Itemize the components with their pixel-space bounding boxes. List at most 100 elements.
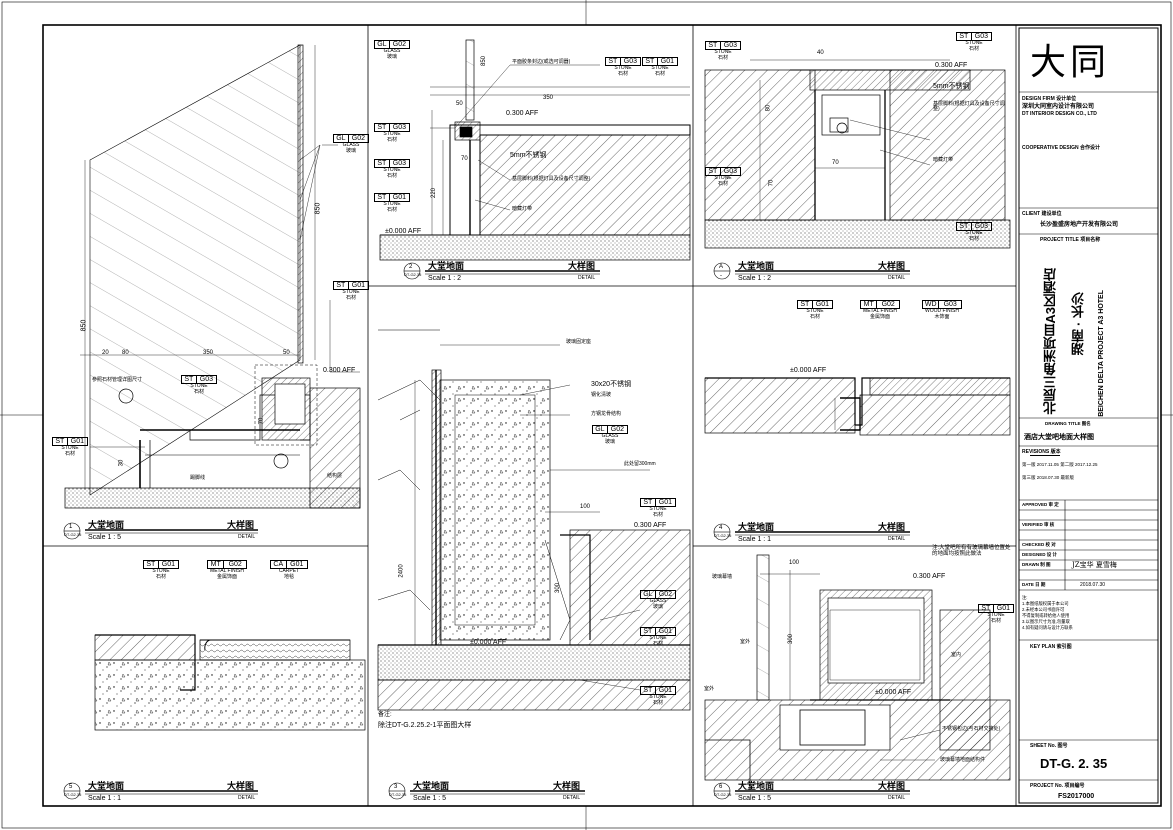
dim-300aff-d3: 0.300 AFF (634, 522, 667, 529)
dim-70-d2: 70 (461, 156, 468, 162)
detail-6-num: 6 (719, 784, 723, 790)
detail-6-type: 大样图 (878, 781, 906, 791)
detail-6-title: 大堂地面 (738, 781, 775, 791)
drawing-title-label: DRAWING TITLE 图名 (1045, 421, 1091, 426)
detail-3-type: 大样图 (553, 781, 581, 791)
note-d6-2: 玻璃幕墙 (712, 574, 733, 580)
approved-label: APPROVED 审 定 (1022, 502, 1059, 507)
dim-40-da: 40 (817, 50, 824, 56)
note-d1-2: 踢脚线 (190, 475, 206, 481)
sheet-no-label: SHEET No. 图号 (1030, 743, 1068, 749)
detail-a-title: 大堂地面 (738, 261, 775, 271)
dim-70-d1: 70 (258, 417, 265, 425)
dim-70-da: 70 (832, 160, 839, 166)
dim-100-d6: 100 (789, 560, 800, 566)
note-d6-5: 室外 (704, 686, 715, 692)
note-d2-2: 5mm不锈钢 (510, 152, 547, 159)
note-d3-5: 此处留300mm (624, 461, 656, 467)
detail-2-scale: Scale 1 : 2 (428, 275, 462, 282)
client-label: CLIENT 建设单位 (1022, 211, 1062, 217)
dim-850-b: 850 (314, 202, 322, 215)
detail-3-ref: DT-G2.35 (389, 792, 407, 797)
detail-1-drawing (64, 44, 361, 509)
project-title-cn-2: 湖南 · 长沙 (1071, 292, 1086, 356)
note-d6-1: 注:大堂吧所有有玻璃幕墙位置处的地面均按照此做法 (932, 545, 1011, 557)
detail-1-num: 1 (69, 524, 73, 530)
dim-300aff-d2: 0.300 AFF (506, 110, 539, 117)
project-title-en: BEICHEN DELTA PROJECT A3 HOTEL (1098, 290, 1105, 417)
design-firm-name-en: DT INTERIOR DESIGN CO., LTD (1022, 111, 1097, 117)
note-d3-1: 玻璃固定座 (566, 339, 592, 345)
detail-5-title: 大堂地面 (88, 781, 125, 791)
detail-2-type: 大样图 (568, 261, 596, 271)
date-label: DATE 日 期 (1022, 582, 1046, 587)
key-plan-label: KEY PLAN 索引图 (1030, 644, 1072, 650)
dim-850-a: 850 (80, 319, 88, 332)
detail-5-ref: DT-G2.35 (64, 792, 82, 797)
detail-2-detail: DETAIL (578, 275, 596, 281)
detail-a-drawing (704, 59, 1011, 249)
detail-1-title: 大堂地面 (88, 520, 125, 530)
detail-a-scale: Scale 1 : 2 (738, 275, 772, 282)
dim-300aff-d6: 0.300 AFF (913, 573, 946, 580)
revisions-label: REVISIONS 版本 (1022, 449, 1061, 455)
dim-20: 20 (102, 350, 109, 356)
note-da-1: 5mm不锈钢 (933, 83, 970, 90)
detail-2-title: 大堂地面 (428, 261, 465, 271)
dim-300-d3: 300 (555, 582, 562, 594)
project-no-label: PROJECT No. 项目编号 (1030, 783, 1085, 789)
design-firm-name-cn: 深圳大同室内设计有限公司 (1022, 104, 1095, 110)
dim-50-d1: 50 (283, 350, 290, 356)
drawn-label: DRAWN 制 图 (1022, 562, 1051, 567)
note-d6-6: 不锈钢包边(与石材交接处) (942, 726, 1001, 732)
detail-5-drawing (94, 634, 366, 731)
note-d3-6: 备注: (378, 712, 392, 718)
detail-3-detail: DETAIL (563, 795, 581, 801)
dim-000aff-d2: ±0.000 AFF (385, 228, 422, 235)
detail-3-scale: Scale 1 : 5 (413, 795, 447, 802)
detail-4-detail: DETAIL (888, 536, 906, 542)
dim-000aff-d6: ±0.000 AFF (875, 689, 912, 696)
designed-label: DESIGNED 设 计 (1022, 552, 1058, 557)
detail-a-ref: - (720, 273, 722, 279)
dim-300aff-d1: 0.300 AFF (323, 367, 356, 374)
dim-850-d2: 850 (481, 55, 488, 67)
detail-3-title: 大堂地面 (413, 781, 450, 791)
project-title-cn-1: 北辰三角洲项目A3区酒店 (1043, 268, 1058, 415)
note-d2-3: 基层脚料(根据灯具及设备尺寸调整) (512, 176, 591, 182)
note-d6-3: 室外 (740, 639, 751, 645)
project-no: FS2017000 (1058, 793, 1095, 800)
revision-line-1: 第一版 2017.11.05 第二版 2017.12.25 (1022, 462, 1098, 467)
dim-30-d1: 30 (118, 459, 125, 467)
detail-4-num: 4 (719, 525, 723, 531)
dim-000aff-d3: ±0.000 AFF (470, 639, 507, 646)
detail-3-drawing (377, 329, 691, 711)
dim-350-d1: 350 (203, 350, 214, 356)
detail-a-num: A (719, 264, 724, 270)
detail-5-type: 大样图 (227, 781, 255, 791)
detail-4-type: 大样图 (878, 522, 906, 532)
cooperative-label: COOPERATIVE DESIGN 合作设计 (1022, 145, 1100, 151)
detail-1-ref: DT-G2.35 (64, 532, 82, 537)
detail-2-num: 2 (409, 264, 413, 270)
detail-5-num: 5 (69, 784, 73, 790)
detail-3-num: 3 (394, 784, 398, 790)
design-firm-label: DESIGN FIRM 设计单位 (1022, 96, 1077, 102)
